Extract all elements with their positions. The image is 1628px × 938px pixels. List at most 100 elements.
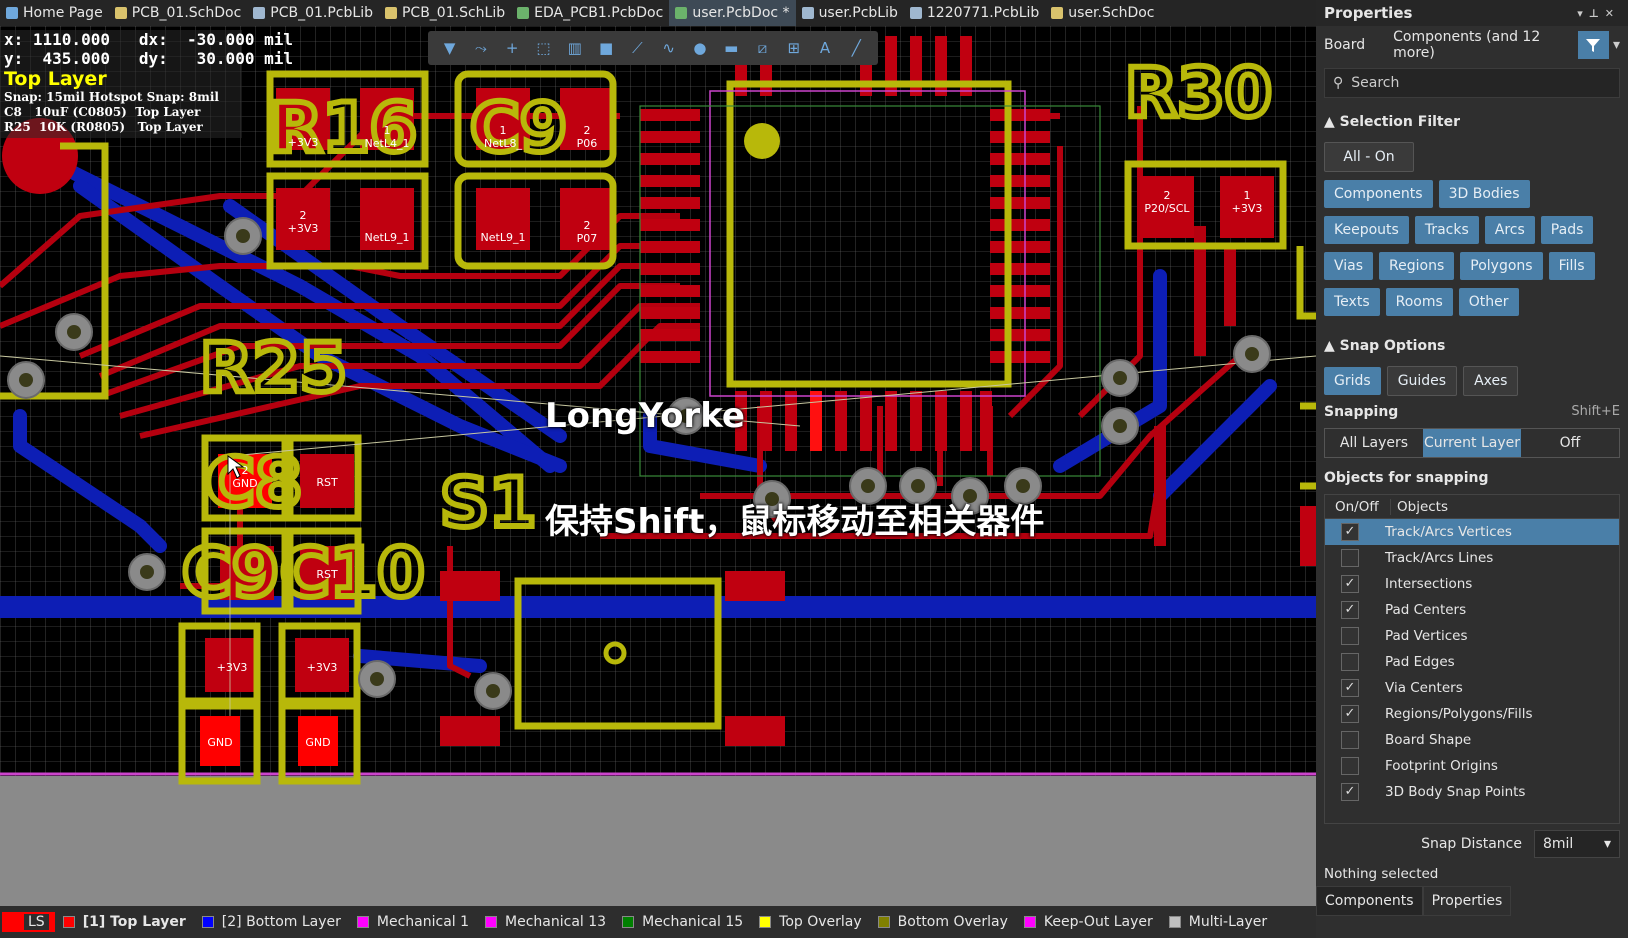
tab-7[interactable]: 1220771.PcbLib <box>904 0 1045 26</box>
region-icon[interactable]: ⊞ <box>787 39 801 57</box>
snap-object-label: Via Centers <box>1385 680 1463 696</box>
tab-0[interactable]: Home Page <box>0 0 109 26</box>
snap-object-row[interactable]: ✓Regions/Polygons/Fills <box>1325 701 1619 727</box>
snap-distance-select[interactable]: 8mil▾ <box>1534 830 1620 858</box>
layer-tab-label: Multi-Layer <box>1188 914 1268 930</box>
filter-other[interactable]: Other <box>1458 288 1519 316</box>
snap-object-row[interactable]: Board Shape <box>1325 727 1619 753</box>
snap-object-checkbox[interactable]: ✓ <box>1341 783 1359 801</box>
close-icon[interactable]: ✕ <box>1604 6 1620 20</box>
diff-pair-icon[interactable]: ∿ <box>662 39 675 57</box>
tab-5[interactable]: user.PcbDoc * <box>669 0 796 26</box>
route-icon[interactable]: ⤳ <box>474 39 487 57</box>
filter-vias[interactable]: Vias <box>1324 252 1374 280</box>
pcb-canvas[interactable]: R16 C9 R30 R25 S1 C8 C10 C9 2+3V3 NetL9_… <box>0 26 1316 906</box>
snap-object-checkbox[interactable]: ✓ <box>1341 705 1359 723</box>
dimension-icon[interactable]: ⧄ <box>757 39 768 57</box>
filter-3d-bodies[interactable]: 3D Bodies <box>1438 180 1530 208</box>
interactive-route-icon[interactable]: ⟋ <box>632 39 643 57</box>
snap-object-row[interactable]: ✓Track/Arcs Vertices <box>1325 519 1619 545</box>
tab-4[interactable]: EDA_PCB1.PcbDoc <box>511 0 669 26</box>
layer-tab-8[interactable]: Keep-Out Layer <box>1016 914 1161 930</box>
layer-tab-2[interactable]: [2] Bottom Layer <box>194 914 349 930</box>
layer-tab-5[interactable]: Mechanical 15 <box>614 914 751 930</box>
layer-tab-7[interactable]: Bottom Overlay <box>870 914 1016 930</box>
snap-object-checkbox[interactable] <box>1341 653 1359 671</box>
search-box[interactable]: ⚲ Search <box>1324 68 1620 98</box>
tab-2[interactable]: PCB_01.PcbLib <box>247 0 379 26</box>
layer-tab-9[interactable]: Multi-Layer <box>1161 914 1275 930</box>
snap-object-checkbox[interactable] <box>1341 731 1359 749</box>
snap-axes-button[interactable]: Axes <box>1463 366 1519 396</box>
all-on-button[interactable]: All - On <box>1324 142 1414 172</box>
components-filter-label[interactable]: Components (and 12 more) <box>1393 29 1541 61</box>
component-icon[interactable]: ■ <box>598 39 614 57</box>
layer-tab-1[interactable]: [1] Top Layer <box>55 914 194 930</box>
heads-up-display: x: 1110.000 dx: -30.000 mil y: 435.000 d… <box>0 30 293 138</box>
snap-mode-current-layer[interactable]: Current Layer <box>1423 429 1521 457</box>
panel-tab-properties[interactable]: Properties <box>1422 886 1512 916</box>
layer-tab-4[interactable]: Mechanical 13 <box>477 914 614 930</box>
dropdown-icon[interactable]: ▾ <box>1577 6 1589 20</box>
snap-grids-button[interactable]: Grids <box>1324 367 1381 395</box>
tab-8[interactable]: user.SchDoc <box>1045 0 1160 26</box>
filter-keepouts[interactable]: Keepouts <box>1324 216 1409 244</box>
filter-rooms[interactable]: Rooms <box>1385 288 1453 316</box>
filter-fills[interactable]: Fills <box>1548 252 1595 280</box>
selection-filter-header[interactable]: ▲ Selection Filter <box>1324 114 1461 130</box>
tab-3[interactable]: PCB_01.SchLib <box>379 0 511 26</box>
panel-tab-components[interactable]: Components <box>1316 886 1423 916</box>
snap-options-header[interactable]: ▲ Snap Options <box>1324 338 1446 354</box>
filter-icon[interactable]: ▼ <box>443 39 456 57</box>
layer-tab-0[interactable]: LS <box>2 912 55 932</box>
snap-object-row[interactable]: Pad Vertices <box>1325 623 1619 649</box>
tab-label: user.PcbDoc * <box>692 5 790 21</box>
snap-object-row[interactable]: ✓Intersections <box>1325 571 1619 597</box>
snap-guides-button[interactable]: Guides <box>1386 366 1458 396</box>
snap-object-checkbox[interactable] <box>1341 627 1359 645</box>
schematic-icon <box>1051 7 1064 19</box>
snap-object-row[interactable]: Track/Arcs Lines <box>1325 545 1619 571</box>
text-icon[interactable]: A <box>819 39 831 57</box>
filter-dropdown-icon[interactable]: ▾ <box>1612 37 1620 53</box>
filter-tracks[interactable]: Tracks <box>1414 216 1479 244</box>
tab-6[interactable]: user.PcbLib <box>796 0 904 26</box>
snap-object-row[interactable]: ✓3D Body Snap Points <box>1325 779 1619 805</box>
snap-mode-all-layers[interactable]: All Layers <box>1339 435 1409 451</box>
layer-tab-6[interactable]: Top Overlay <box>751 914 870 930</box>
snap-object-checkbox[interactable]: ✓ <box>1341 679 1359 697</box>
filter-arcs[interactable]: Arcs <box>1484 216 1535 244</box>
snap-object-checkbox[interactable] <box>1341 549 1359 567</box>
board-label[interactable]: Board <box>1324 37 1366 53</box>
snap-mode-off[interactable]: Off <box>1559 435 1581 451</box>
crosshair-icon[interactable]: + <box>505 39 519 57</box>
snap-object-row[interactable]: ✓ Via Centers <box>1325 675 1619 701</box>
line-icon[interactable]: ╱ <box>851 39 861 57</box>
polygon-icon[interactable]: ▬ <box>724 39 739 57</box>
filter-texts[interactable]: Texts <box>1324 288 1380 316</box>
filter-pads[interactable]: Pads <box>1540 216 1594 244</box>
align-icon[interactable]: ▥ <box>567 39 582 57</box>
filter-polygons[interactable]: Polygons <box>1460 252 1543 280</box>
snap-object-checkbox[interactable]: ✓ <box>1341 575 1359 593</box>
filter-components[interactable]: Components <box>1324 180 1433 208</box>
tab-1[interactable]: PCB_01.SchDoc <box>109 0 248 26</box>
layer-tab-label: Top Overlay <box>779 914 862 930</box>
snap-object-checkbox[interactable]: ✓ <box>1341 523 1359 541</box>
snap-object-row[interactable]: Footprint Origins <box>1325 753 1619 779</box>
layer-tab-3[interactable]: Mechanical 1 <box>349 914 477 930</box>
search-input[interactable]: Search <box>1351 75 1400 91</box>
select-rect-icon[interactable]: ⬚ <box>536 39 551 57</box>
snap-object-row[interactable]: Pad Edges <box>1325 649 1619 675</box>
filter-regions[interactable]: Regions <box>1379 252 1455 280</box>
via-icon[interactable]: ● <box>693 39 707 57</box>
snap-object-row[interactable]: ✓ Pad Centers <box>1325 597 1619 623</box>
hover-component-c8: C8 10uF (C0805) Top Layer <box>4 105 201 119</box>
snap-object-checkbox[interactable] <box>1341 757 1359 775</box>
filter-button[interactable] <box>1577 31 1609 59</box>
snap-object-checkbox[interactable]: ✓ <box>1341 601 1359 619</box>
pin-icon[interactable]: ⊥ <box>1588 6 1605 20</box>
snap-object-label: Pad Centers <box>1385 602 1467 618</box>
